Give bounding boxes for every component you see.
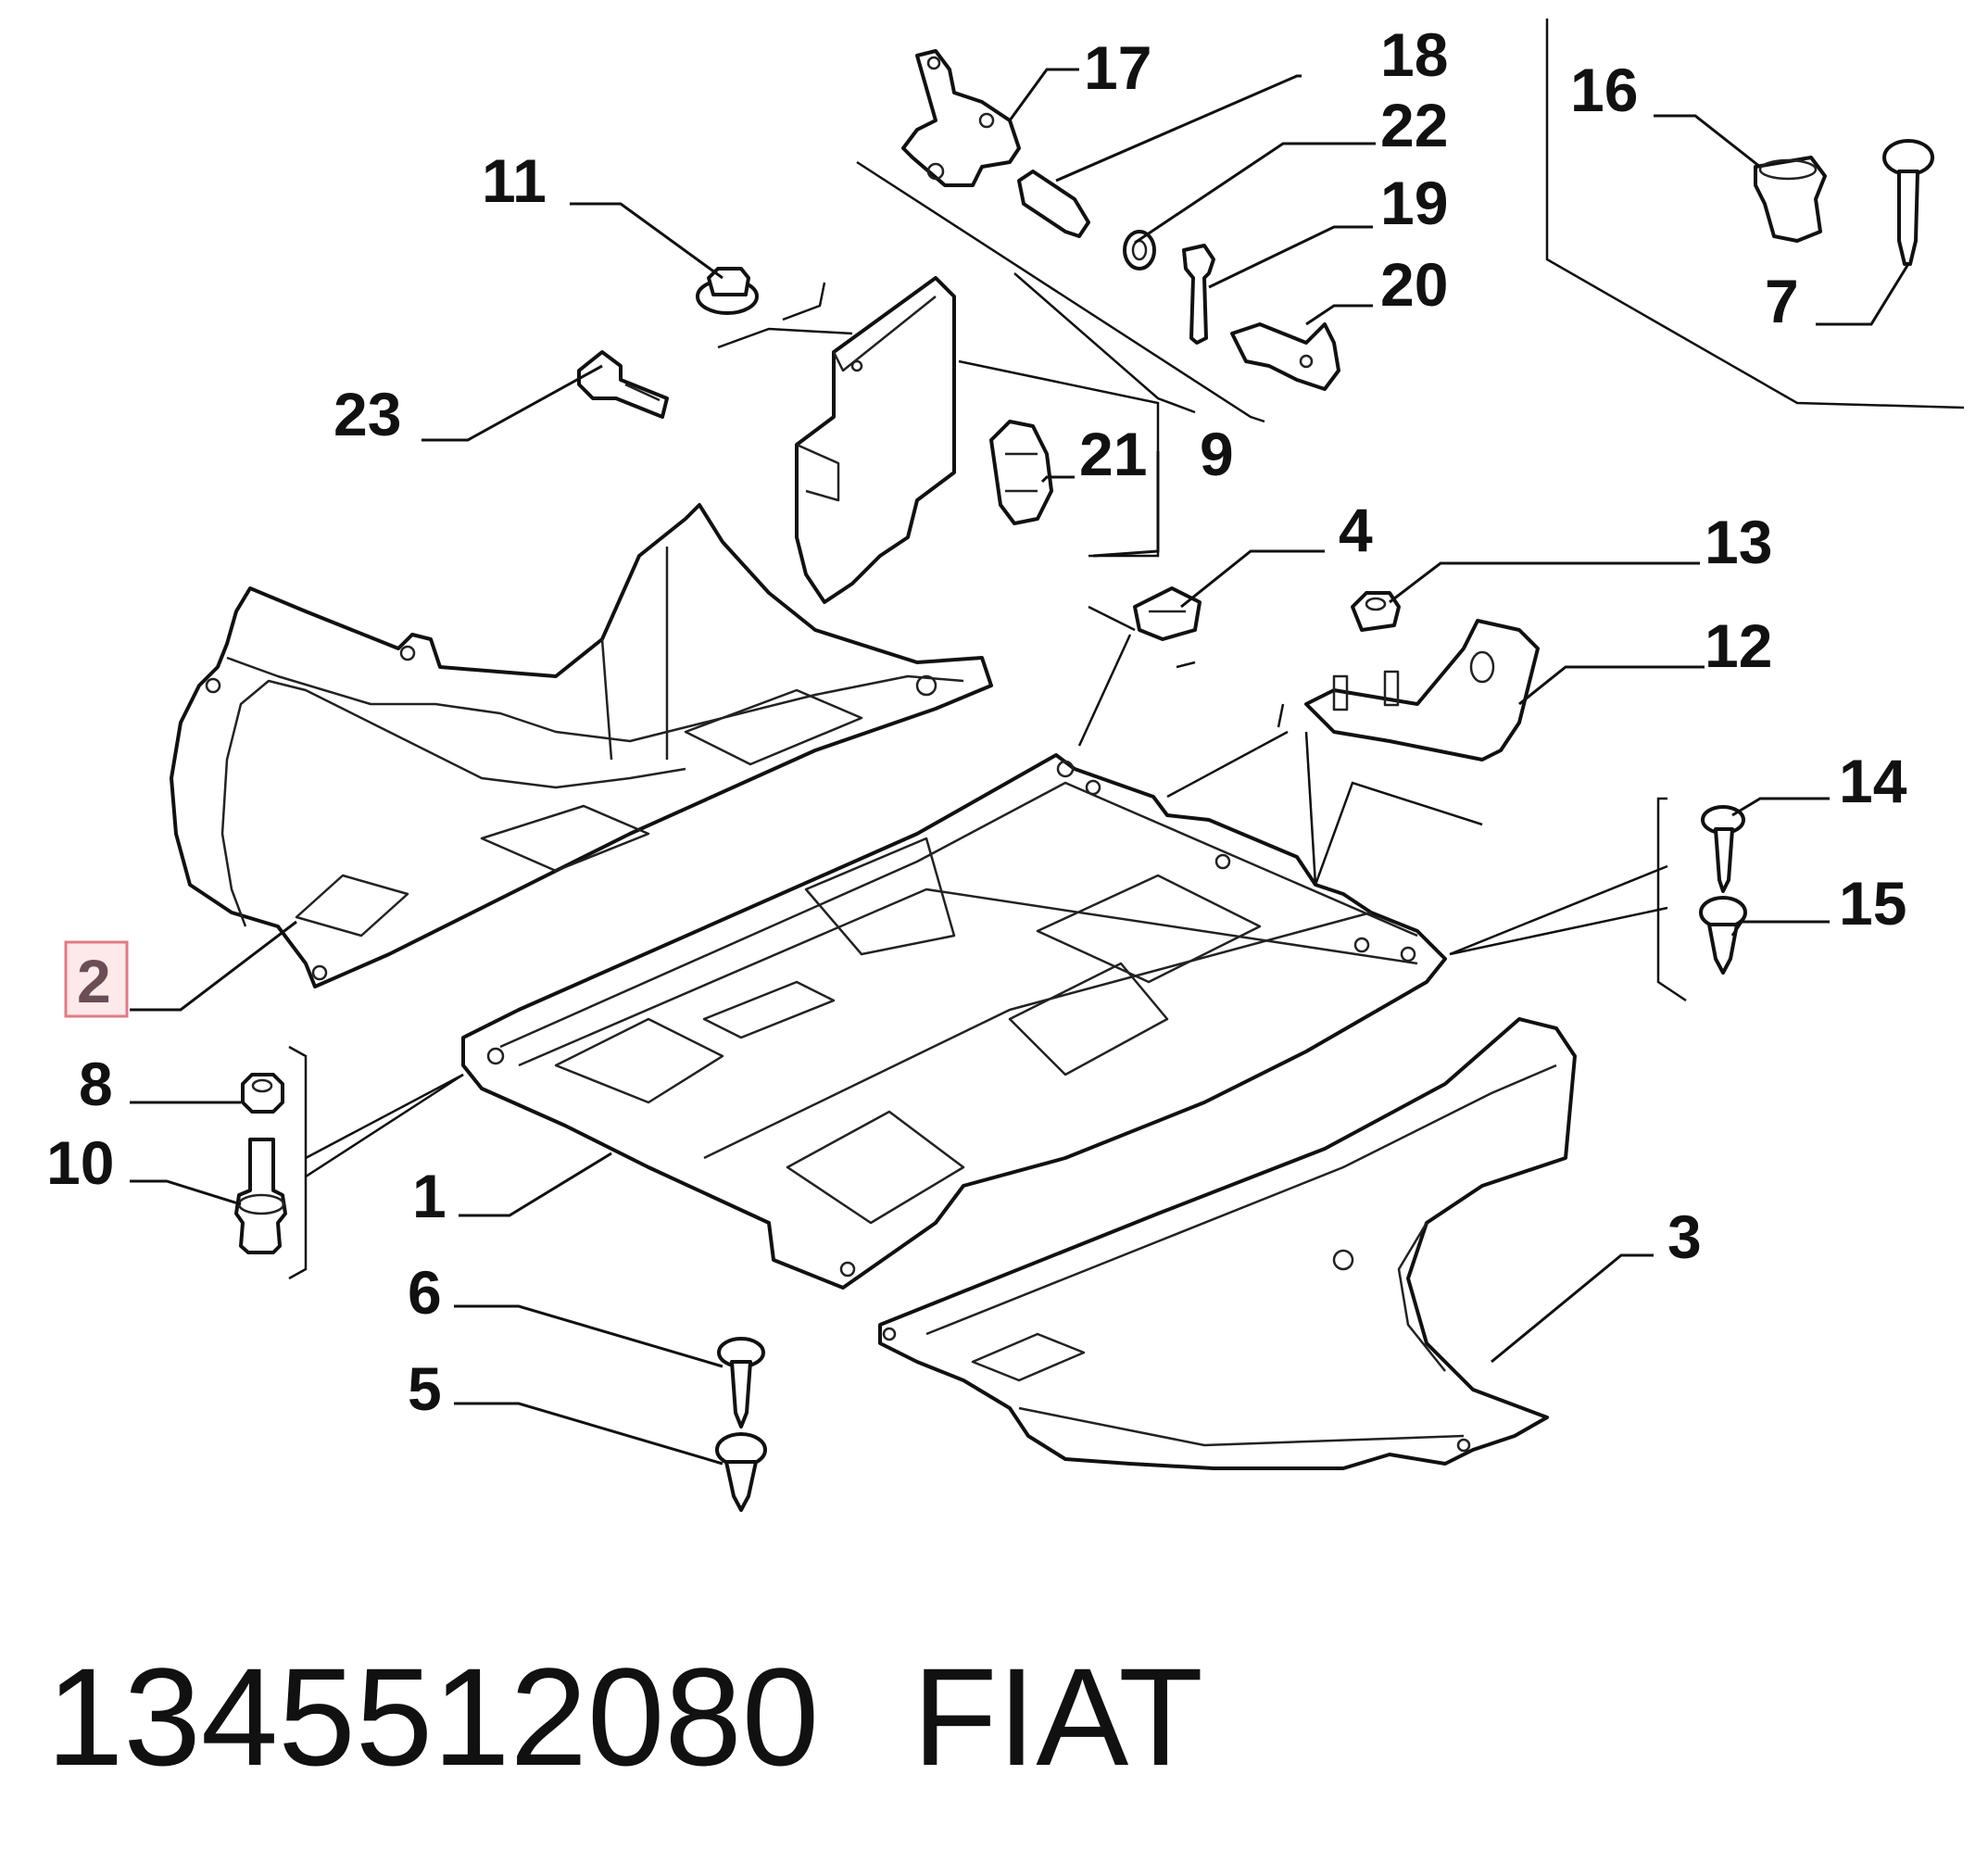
part-14-screw[interactable] [1701, 805, 1745, 893]
callout-8[interactable]: 8 [79, 1050, 113, 1118]
callout-2[interactable]: 2 [77, 947, 111, 1015]
part-12-bracket[interactable] [1304, 619, 1540, 762]
callout-15[interactable]: 15 [1839, 869, 1906, 938]
callout-23[interactable]: 23 [333, 380, 401, 448]
part-17-bracket[interactable] [901, 49, 1021, 187]
part-20-bracket[interactable] [1230, 322, 1340, 391]
callout-4[interactable]: 4 [1339, 496, 1373, 564]
part-23-bolt[interactable] [577, 350, 669, 419]
part-22-washer[interactable] [1123, 230, 1156, 271]
part-15-rivet[interactable] [1699, 896, 1747, 975]
grouping-lines [288, 19, 1965, 1280]
part-1-main-shield[interactable] [461, 753, 1447, 1290]
callout-5[interactable]: 5 [408, 1354, 442, 1423]
callout-14[interactable]: 14 [1839, 747, 1907, 815]
part-9-plate[interactable] [795, 276, 956, 604]
part-3-right-shield[interactable] [878, 1017, 1577, 1470]
part-13-nut[interactable] [1351, 591, 1401, 632]
callout-22[interactable]: 22 [1380, 91, 1448, 159]
part-6-screw[interactable] [717, 1337, 765, 1429]
part-19-stud[interactable] [1182, 244, 1215, 345]
part-5-rivet[interactable] [715, 1432, 767, 1512]
part-21-clip[interactable] [989, 420, 1053, 525]
callout-1[interactable]: 1 [412, 1162, 447, 1230]
callout-11[interactable]: 11 [482, 146, 547, 215]
callout-20[interactable]: 20 [1380, 250, 1448, 319]
part-11-nut[interactable] [696, 267, 759, 315]
callout-9[interactable]: 9 [1200, 420, 1234, 488]
part-10-bolt[interactable] [234, 1138, 287, 1254]
callout-10[interactable]: 10 [46, 1128, 114, 1197]
callout-6[interactable]: 6 [408, 1258, 442, 1327]
part-16-expansion-nut[interactable] [1754, 156, 1827, 243]
callout-16[interactable]: 16 [1570, 56, 1638, 124]
callout-18[interactable]: 18 [1380, 20, 1448, 89]
callout-3[interactable]: 3 [1667, 1202, 1702, 1271]
part-7-screw[interactable] [1882, 139, 1934, 266]
callout-17[interactable]: 17 [1084, 33, 1151, 102]
callout-7[interactable]: 7 [1765, 267, 1799, 335]
part-4-nut[interactable] [1133, 586, 1202, 641]
leader-lines [130, 68, 1910, 1466]
brand-caption: FIAT [912, 1639, 1203, 1794]
part-number-caption: 1345512080 [46, 1639, 819, 1794]
part-2-left-shield[interactable] [170, 503, 993, 988]
highlight-box [64, 940, 129, 1018]
part-8-nut[interactable] [241, 1073, 284, 1114]
callout-19[interactable]: 19 [1380, 169, 1448, 237]
callout-21[interactable]: 21 [1079, 420, 1147, 488]
part-18-pin[interactable] [1017, 170, 1090, 238]
callout-labels: 17 18 22 19 20 16 7 11 23 21 9 4 13 12 1… [46, 20, 1907, 1423]
callout-13[interactable]: 13 [1705, 508, 1772, 576]
callout-12[interactable]: 12 [1705, 611, 1772, 680]
